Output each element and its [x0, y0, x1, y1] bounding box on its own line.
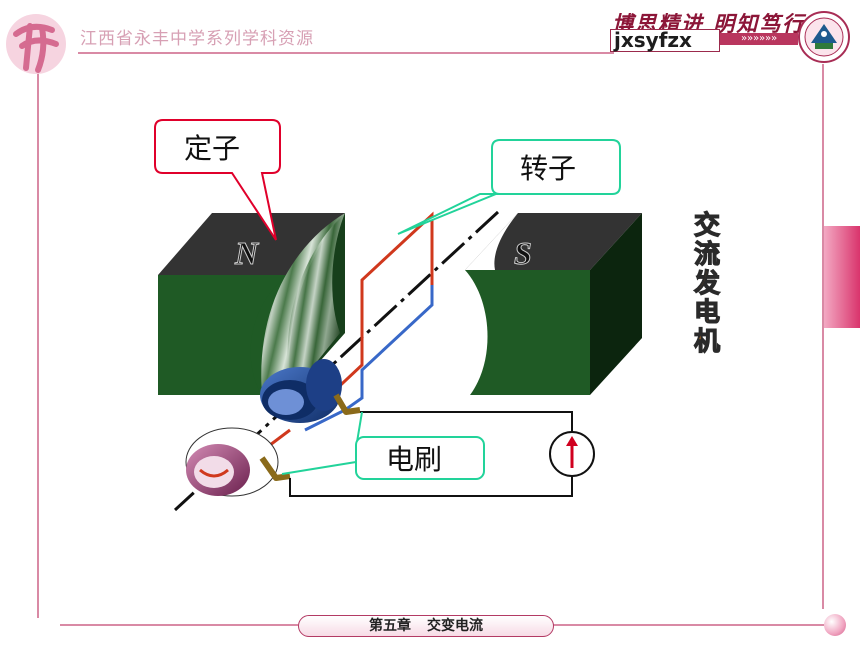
vertical-title-char: 交: [694, 210, 720, 241]
frame-right-line: [822, 64, 824, 609]
footer-chapter: 第五章: [369, 618, 411, 634]
brush-label: 电刷: [386, 443, 442, 476]
vertical-title-char: 电: [694, 298, 720, 328]
brush-callout: 电刷: [281, 411, 485, 480]
frame-bottom-line: [60, 624, 298, 626]
brush-upper: [333, 393, 361, 415]
brand-arrows: »»»»»»: [720, 33, 798, 45]
stator-callout: 定子: [154, 119, 281, 241]
rotor-callout: 转子: [397, 139, 621, 235]
rotor-label: 转子: [520, 152, 576, 185]
brand-box: [610, 29, 720, 52]
south-magnet: [465, 213, 642, 395]
side-tab: [824, 226, 860, 328]
rotor-shaft: [173, 210, 500, 512]
vertical-title-char: 发: [693, 268, 720, 299]
north-magnet: [158, 213, 345, 395]
school-emblem-icon: [798, 11, 850, 63]
brand-text: jxsyfzx: [614, 28, 692, 52]
pink-slip-ring: [185, 427, 279, 497]
frame-left-line: [37, 70, 39, 618]
circuit-wire: [289, 411, 573, 497]
footer-chapter-pill: 第五章交变电流: [298, 615, 554, 637]
stator-label: 定子: [184, 132, 240, 165]
ammeter-icon: [549, 431, 595, 477]
lecture-logo-icon: [6, 14, 66, 74]
south-label: S: [514, 235, 532, 271]
vertical-title-char: 流: [694, 240, 720, 270]
footer-dot-icon: [824, 614, 846, 636]
vertical-title-char: 机: [694, 327, 720, 357]
north-label: N: [234, 235, 260, 271]
blue-slip-ring: [260, 359, 342, 423]
frame-bottom-line-right: [552, 624, 824, 626]
footer-topic: 交变电流: [427, 618, 483, 634]
header-title: 江西省永丰中学系列学科资源: [80, 29, 314, 49]
frame-top-line: [78, 52, 614, 54]
vertical-title: 交 流 发 电 机: [692, 209, 720, 357]
brush-lower: [259, 456, 291, 481]
